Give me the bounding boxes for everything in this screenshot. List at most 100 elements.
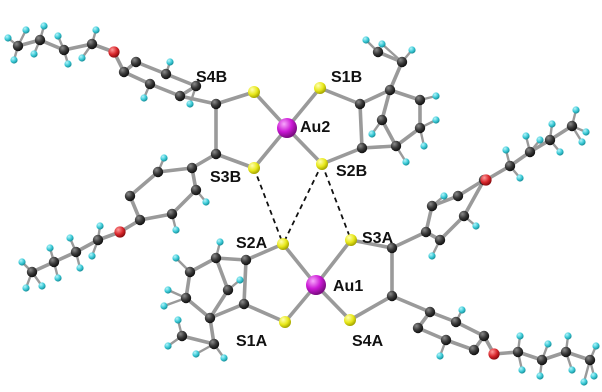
- carbon-atom-k5: [376, 114, 388, 126]
- bond-m1-m5: [214, 256, 230, 292]
- hydrogen-atom-h55: [436, 352, 444, 360]
- gold-atom-Au1: [306, 275, 326, 295]
- carbon-atom-r2d: [134, 214, 146, 226]
- bond-C2B-S2B: [320, 146, 364, 166]
- hydrogen-atom-h10: [166, 58, 174, 66]
- hydrogen-atom-h56: [216, 238, 224, 246]
- carbon-atom-c31: [504, 160, 516, 172]
- label-s4b: S4B: [196, 69, 227, 86]
- carbon-atom-m6: [208, 338, 220, 350]
- hydrogen-atom-h40: [572, 106, 580, 114]
- oxygen-atom-O4: [488, 348, 500, 360]
- hydrogen-atom-h25: [378, 40, 386, 48]
- bond-C4A-S4A: [348, 294, 394, 322]
- carbon-atom-r1c: [118, 66, 130, 78]
- contact-layer: [253, 163, 352, 245]
- oxygen-atom-O2: [114, 226, 126, 238]
- carbon-atom-r3b: [426, 200, 438, 212]
- bond-C4A-r4a: [390, 294, 432, 314]
- carbon-atom-r1d: [130, 56, 142, 68]
- hydrogen-atom-h53: [580, 378, 588, 386]
- hydrogen-atom-h29: [420, 142, 428, 150]
- carbon-atom-m4: [204, 312, 216, 324]
- hydrogen-atom-h11: [140, 94, 148, 102]
- carbon-atom-k1: [384, 84, 396, 96]
- hydrogen-atom-h12: [186, 100, 194, 108]
- carbon-atom-m1: [210, 252, 222, 264]
- bond-C2A-C1A: [242, 258, 248, 306]
- hydrogen-atom-h26: [408, 46, 416, 54]
- oxygen-atom-O3: [480, 174, 492, 186]
- hydrogen-atom-h64: [174, 316, 182, 324]
- carbon-atom-k6: [396, 56, 408, 68]
- hydrogen-atom-h43: [472, 222, 480, 230]
- sulfur-atom-S4B: [248, 86, 260, 98]
- hydrogen-atom-h5: [40, 22, 48, 30]
- hydrogen-atom-h14: [88, 252, 96, 260]
- carbon-atom-C4A: [386, 290, 398, 302]
- carbon-atom-r2f: [190, 184, 202, 196]
- hydrogen-atom-h30: [402, 158, 410, 166]
- carbon-atom-C1B: [354, 98, 366, 110]
- hydrogen-atom-h51: [592, 342, 600, 350]
- sulfur-atom-S3A: [345, 234, 357, 246]
- hydrogen-atom-h58: [164, 286, 172, 294]
- carbon-atom-c42: [536, 354, 548, 366]
- hydrogen-atom-h38: [548, 120, 556, 128]
- hydrogen-atom-h61: [220, 354, 228, 362]
- hydrogen-atom-h13: [96, 222, 104, 230]
- bond-r2a-r2b: [156, 166, 194, 174]
- hydrogen-atom-h22: [160, 154, 168, 162]
- carbon-atom-r1b: [144, 78, 156, 90]
- hydrogen-atom-h19: [18, 258, 26, 266]
- carbon-atom-c12: [58, 44, 70, 56]
- bond-r2e-r2f: [170, 188, 198, 216]
- carbon-atom-r4f: [412, 322, 424, 334]
- label-s4a: S4A: [352, 333, 384, 350]
- bond-k1-k2: [388, 88, 422, 102]
- carbon-atom-r4d: [468, 344, 480, 356]
- carbon-atom-r3e: [458, 210, 470, 222]
- hydrogen-atom-h50: [568, 366, 576, 374]
- carbon-atom-r1a: [174, 90, 186, 102]
- carbon-atom-r1e: [160, 68, 172, 80]
- hydrogen-atom-h31: [368, 130, 376, 138]
- hydrogen-atom-h59: [160, 302, 168, 310]
- carbon-atom-C1A: [238, 298, 250, 310]
- carbon-atom-c13: [34, 34, 46, 46]
- hydrogen-atom-h35: [536, 136, 544, 144]
- bond-r1e-r1f: [164, 72, 198, 88]
- hydrogen-atom-h3: [64, 60, 72, 68]
- hydrogen-atom-h33: [502, 146, 510, 154]
- hydrogen-atom-h42: [440, 192, 448, 200]
- carbon-atom-r4e: [440, 334, 452, 346]
- carbon-atom-C4B: [210, 98, 222, 110]
- hydrogen-atom-h45: [516, 332, 524, 340]
- carbon-atom-c24: [26, 266, 38, 278]
- bond-C4B-r1a: [178, 94, 218, 106]
- carbon-atom-k2: [414, 94, 426, 106]
- gold-atom-Au2: [277, 118, 297, 138]
- carbon-atom-k3: [414, 122, 426, 134]
- carbon-atom-c33: [544, 134, 556, 146]
- hydrogen-atom-h37: [556, 148, 564, 156]
- hydrogen-atom-h39: [582, 128, 590, 136]
- hydrogen-atom-h20: [22, 284, 30, 292]
- bond-C3B-S3B: [214, 152, 256, 170]
- label-s3b: S3B: [210, 169, 241, 186]
- label-s2b: S2B: [336, 163, 367, 180]
- hydrogen-atom-h2: [78, 54, 86, 62]
- sulfur-atom-S2A: [277, 238, 289, 250]
- carbon-atom-m7: [176, 330, 188, 342]
- carbon-atom-c22: [70, 246, 82, 258]
- sulfur-atom-S1A: [279, 316, 291, 328]
- hydrogen-atom-h27: [432, 92, 440, 100]
- bond-r1d-r1e: [134, 60, 168, 76]
- hydrogen-atom-h32: [362, 36, 370, 44]
- carbon-atom-r1f: [190, 80, 202, 92]
- hydrogen-atom-h36: [522, 132, 530, 140]
- carbon-atom-C3B: [210, 148, 222, 160]
- bond-r3e-r3f: [438, 214, 466, 242]
- carbon-atom-k4: [390, 140, 402, 152]
